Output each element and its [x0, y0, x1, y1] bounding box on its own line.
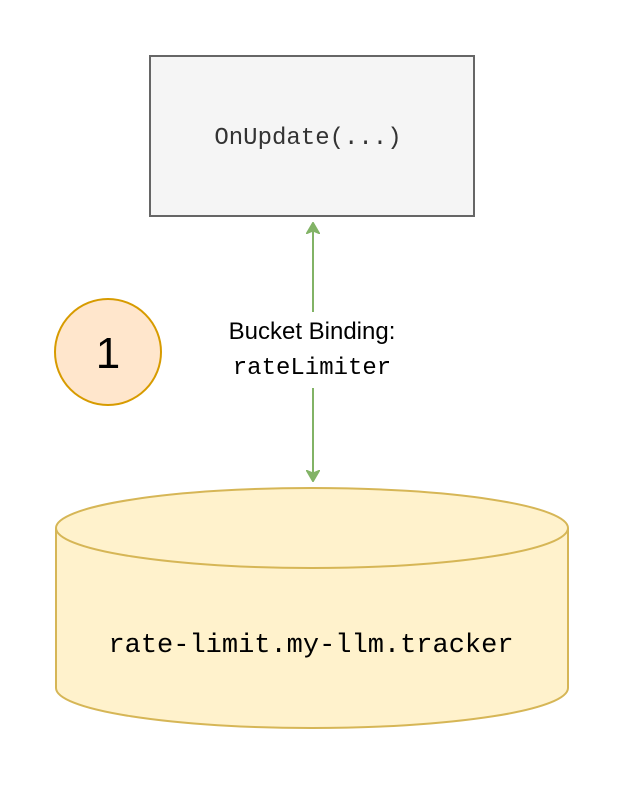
- function-box-label: OnUpdate(...): [214, 125, 401, 152]
- step-badge: 1: [54, 298, 162, 406]
- storage-bucket: rate-limit.my-llm.tracker: [55, 487, 569, 729]
- step-badge-number: 1: [96, 329, 120, 378]
- binding-name: rateLimiter: [233, 355, 391, 382]
- binding-title: Bucket Binding:: [229, 318, 396, 345]
- function-box-rect: [149, 55, 475, 217]
- bucket-label: rate-limit.my-llm.tracker: [108, 631, 513, 661]
- bucket-top: [55, 487, 569, 569]
- step-badge-circle: [54, 298, 162, 406]
- bucket-body: [55, 528, 569, 729]
- binding-label: Bucket Binding: rateLimiter: [229, 318, 396, 382]
- function-box: OnUpdate(...): [149, 55, 475, 217]
